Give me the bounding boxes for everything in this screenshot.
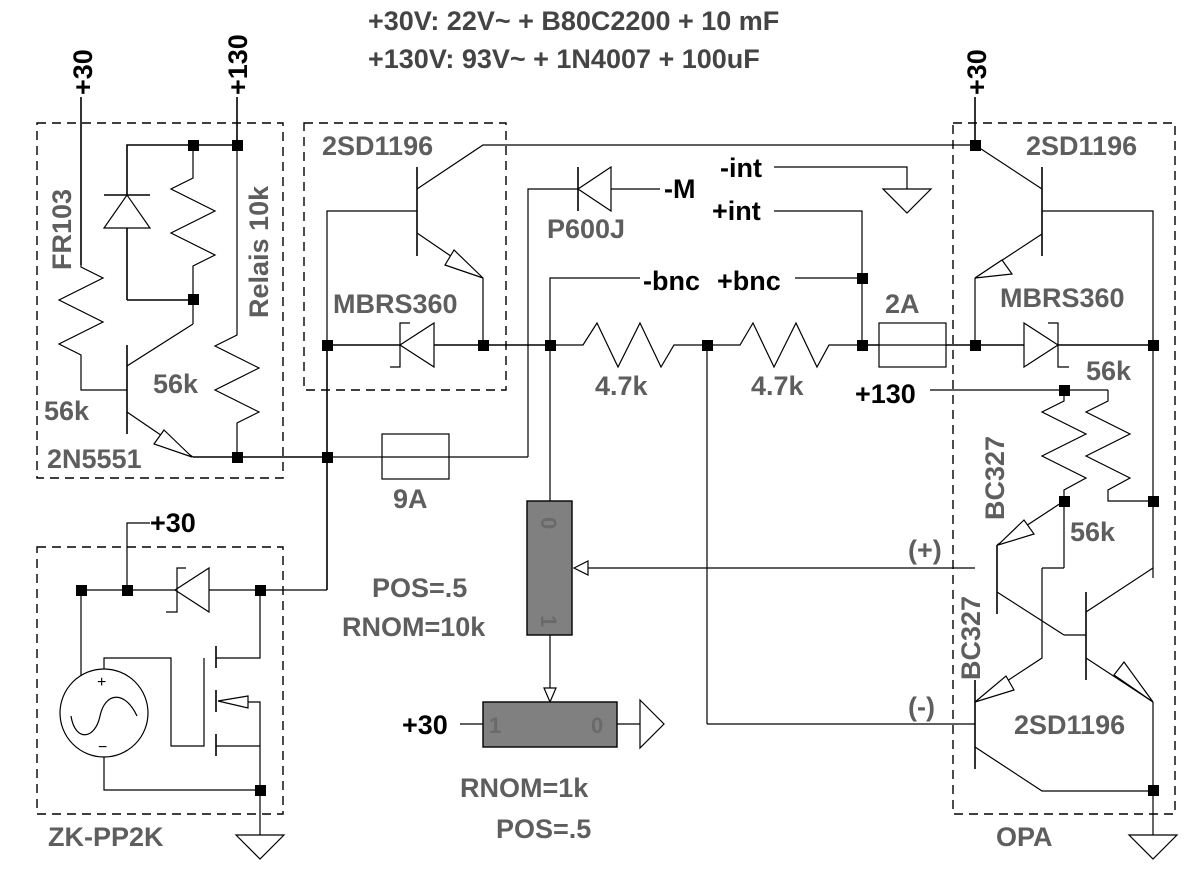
label-56k-opa-top: 56k	[1086, 356, 1132, 386]
label-rnom-1k: RNOM=1k	[460, 773, 589, 803]
label-56k-opa-mid: 56k	[1070, 517, 1116, 547]
mbrs360-diode-icon	[398, 321, 435, 369]
relay-coil-resistor	[169, 145, 217, 298]
label-pos-1k: POS=.5	[496, 814, 591, 844]
label-rnom-10k: RNOM=10k	[342, 612, 486, 642]
driver-block-outline	[303, 122, 507, 391]
label-zk-pp2k: ZK-PP2K	[48, 822, 164, 852]
opa-block: +130 56k 56k BC327 (+) BC327 (-)	[855, 97, 1179, 860]
resistor-4k7-left	[550, 321, 707, 369]
label-p600j: P600J	[547, 214, 625, 244]
net-minus-int: -int	[720, 153, 762, 183]
net-plus-bnc: +bnc	[717, 266, 781, 296]
ground-icon	[234, 834, 286, 860]
label-relais-10k: Relais 10k	[244, 185, 274, 318]
zk-block-outline	[36, 546, 284, 815]
label-mbrs360-driver: MBRS360	[333, 289, 458, 319]
opa-block-outline	[952, 122, 1176, 815]
label-bc327-top: BC327	[980, 436, 1010, 520]
net-opa-minus: (-)	[908, 692, 935, 722]
net-minus-m: -M	[664, 174, 695, 204]
relais-10k-resistor	[213, 145, 261, 457]
emitter-arrow-icon	[997, 519, 1035, 546]
label-fr103: FR103	[47, 189, 77, 270]
rail-plus30-left: +30	[68, 49, 98, 95]
emitter-arrow-icon	[444, 249, 484, 279]
pot-1k-pin1: 1	[489, 713, 501, 738]
label-2sd1196-opa-top: 2SD1196	[1026, 131, 1137, 161]
resistor-56k-opa-right	[1084, 390, 1153, 502]
driver-block: 2SD1196 MBRS360	[322, 131, 975, 590]
label-4k7-right: 4.7k	[751, 371, 805, 401]
net-opa-plus: (+)	[908, 535, 942, 565]
pot-10k-pin1: 1	[536, 615, 561, 627]
fr103-diode-icon	[102, 193, 152, 229]
middle-section: P600J -M -int +int -bnc +bnc 4.7k 4.7k 2…	[327, 153, 975, 725]
label-bc327-bottom: BC327	[956, 596, 986, 680]
pot-1k-pin0: 0	[591, 713, 603, 738]
pot-10k-pin0: 0	[536, 517, 561, 529]
label-opa: OPA	[996, 822, 1053, 852]
resistor-56k-opa-left	[1040, 390, 1088, 501]
pot-1k-body[interactable]	[482, 701, 618, 748]
label-2n5551: 2N5551	[47, 444, 142, 474]
ground-icon	[1127, 834, 1179, 860]
note-30v-supply: +30V: 22V~ + B80C2200 + 10 mF	[368, 6, 779, 36]
emitter-arrow-icon	[1113, 660, 1154, 703]
label-mbrs360-opa: MBRS360	[1000, 283, 1125, 313]
emitter-arrow-icon	[974, 259, 1014, 279]
potentiometer-1k[interactable]: 1 0 +30 RNOM=1k POS=.5	[402, 698, 665, 844]
resistor-56k-left	[57, 265, 127, 391]
svg-text:+: +	[97, 674, 106, 691]
net-minus-bnc: -bnc	[643, 266, 700, 296]
pot-10k-body[interactable]	[526, 500, 573, 636]
emitter-arrow-icon	[153, 429, 193, 458]
net-plus-int: +int	[712, 196, 761, 226]
rail-plus130-left: +130	[223, 34, 253, 95]
mosfet-arrow-icon	[217, 695, 249, 709]
emitter-arrow-icon	[974, 675, 1015, 703]
label-pos-10k: POS=.5	[372, 573, 467, 603]
wiper-arrow-icon	[543, 687, 557, 704]
label-56k-mid: 56k	[153, 369, 199, 399]
rail-plus30-pot: +30	[402, 710, 448, 740]
relay-block-outline	[36, 122, 284, 479]
rail-plus30-zk: +30	[150, 508, 196, 538]
relay-block: FR103 Relais 10k 56k 56k 2N5551	[44, 97, 327, 474]
resistor-4k7-right	[707, 321, 862, 369]
label-9a: 9A	[393, 484, 428, 514]
ground-icon	[881, 188, 933, 214]
mbrs360-opa-diode-icon	[1023, 321, 1060, 369]
p600j-diode-icon	[576, 165, 612, 213]
wiper-arrow-icon	[572, 560, 589, 576]
label-4k7-left: 4.7k	[595, 371, 649, 401]
potentiometer-10k[interactable]: 0 1 POS=.5 RNOM=10k	[342, 500, 975, 704]
label-56k-left: 56k	[44, 396, 90, 426]
label-2sd1196-opa-bottom: 2SD1196	[1014, 710, 1125, 740]
ground-icon	[639, 698, 665, 750]
zk-diode-icon	[173, 566, 210, 614]
svg-text:−: −	[98, 739, 107, 756]
note-130v-supply: +130V: 93V~ + 1N4007 + 100uF	[368, 44, 760, 74]
label-2a: 2A	[885, 289, 920, 319]
rail-plus130-mid: +130	[855, 379, 916, 409]
label-2sd1196-driver: 2SD1196	[322, 131, 433, 161]
rail-plus30-right: +30	[962, 49, 992, 95]
zk-block: +30 + − ZK-PP2K	[48, 508, 327, 860]
